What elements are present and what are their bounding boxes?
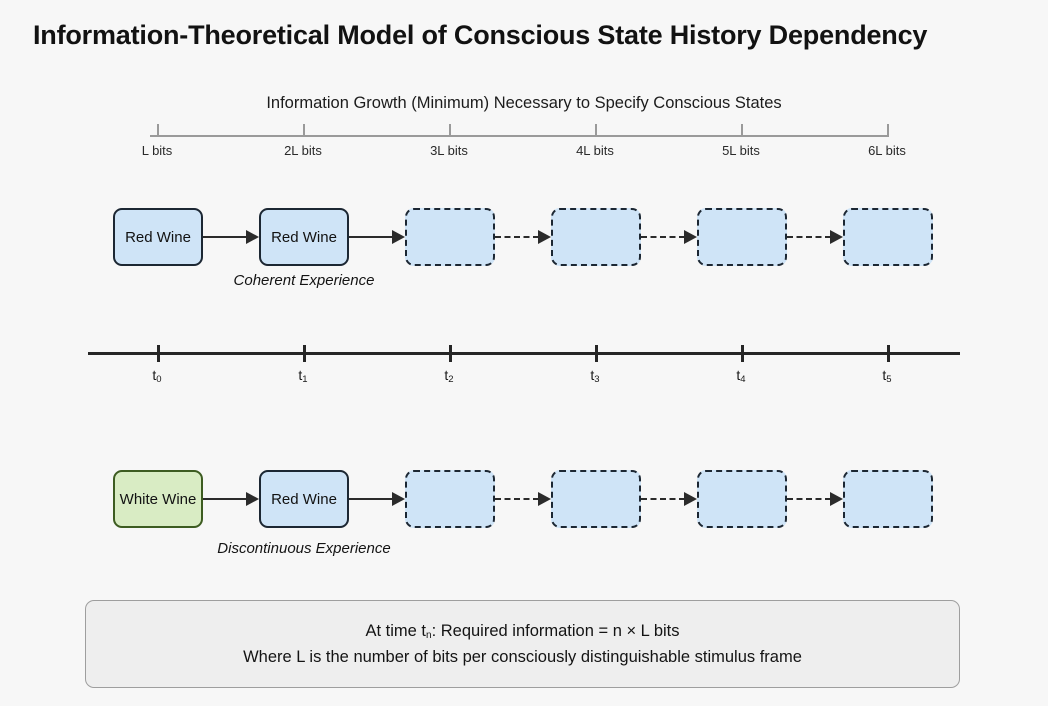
ruler-tick-1: [303, 124, 305, 137]
arrow-dashed-top-4: [787, 229, 843, 245]
ruler-tick-3: [595, 124, 597, 137]
timeline-label-1: t1: [263, 367, 343, 385]
node-red-wine-bottom-1[interactable]: Red Wine: [259, 470, 349, 528]
ruler-label-2: 3L bits: [430, 143, 468, 158]
info-line-formula: At time tn: Required information = n × L…: [365, 622, 679, 641]
timeline-label-sub-2: 2: [448, 374, 454, 385]
node-placeholder-top-3[interactable]: [551, 208, 641, 266]
node-white-wine-bottom-0[interactable]: White Wine: [113, 470, 203, 528]
timeline-label-base-5: t: [882, 367, 887, 383]
arrow-head-icon: [684, 230, 697, 244]
flow-row-discontinuous: White Wine Red Wine: [0, 470, 1048, 528]
arrow-shaft: [641, 498, 685, 500]
node-placeholder-bottom-3[interactable]: [551, 470, 641, 528]
info-formula-suffix: : Required information = n × L bits: [431, 621, 680, 640]
arrow-shaft: [787, 498, 831, 500]
timeline-label-sub-1: 1: [302, 374, 308, 385]
timeline-label-sub-5: 5: [886, 374, 892, 385]
timeline-label-base-2: t: [444, 367, 449, 383]
arrow-dashed-top-3: [641, 229, 697, 245]
timeline-label-5: t5: [847, 367, 927, 385]
arrow-solid-bottom-0: [203, 491, 259, 507]
timeline-tick-2: [449, 345, 452, 362]
ruler-line: [150, 135, 888, 137]
timeline-tick-4: [741, 345, 744, 362]
node-placeholder-top-5[interactable]: [843, 208, 933, 266]
timeline-label-sub-4: 4: [740, 374, 746, 385]
ruler-label-4: 5L bits: [722, 143, 760, 158]
arrow-head-icon: [246, 492, 259, 506]
ruler-tick-0: [157, 124, 159, 137]
arrow-shaft: [495, 498, 539, 500]
timeline-label-base-0: t: [152, 367, 157, 383]
arrow-shaft: [641, 236, 685, 238]
timeline-axis: [88, 345, 960, 362]
page-title: Information-Theoretical Model of Conscio…: [33, 20, 928, 50]
arrow-head-icon: [538, 230, 551, 244]
scale-caption: Information Growth (Minimum) Necessary t…: [266, 94, 782, 112]
node-placeholder-bottom-4[interactable]: [697, 470, 787, 528]
timeline-label-3: t3: [555, 367, 635, 385]
arrow-dashed-bottom-3: [641, 491, 697, 507]
info-formula-prefix: At time t: [365, 621, 426, 640]
flow-caption-discontinuous: Discontinuous Experience: [217, 540, 391, 557]
ruler-label-3: 4L bits: [576, 143, 614, 158]
arrow-solid-top-1: [349, 229, 405, 245]
node-red-wine-top-1[interactable]: Red Wine: [259, 208, 349, 266]
arrow-dashed-top-2: [495, 229, 551, 245]
timeline-label-4: t4: [701, 367, 781, 385]
ruler-label-5: 6L bits: [868, 143, 906, 158]
arrow-head-icon: [246, 230, 259, 244]
arrow-shaft: [349, 236, 393, 238]
node-placeholder-bottom-2[interactable]: [405, 470, 495, 528]
arrow-dashed-bottom-4: [787, 491, 843, 507]
timeline-label-0: t0: [117, 367, 197, 385]
ruler-label-1: 2L bits: [284, 143, 322, 158]
node-placeholder-top-2[interactable]: [405, 208, 495, 266]
ruler-tick-4: [741, 124, 743, 137]
arrow-shaft: [203, 498, 247, 500]
info-panel: At time tn: Required information = n × L…: [85, 600, 960, 688]
arrow-shaft: [495, 236, 539, 238]
timeline-label-2: t2: [409, 367, 489, 385]
arrow-solid-bottom-1: [349, 491, 405, 507]
timeline-tick-3: [595, 345, 598, 362]
flow-caption-coherent: Coherent Experience: [233, 272, 375, 289]
node-red-wine-top-0[interactable]: Red Wine: [113, 208, 203, 266]
ruler-tick-2: [449, 124, 451, 137]
node-placeholder-bottom-5[interactable]: [843, 470, 933, 528]
flow-row-coherent: Red Wine Red Wine: [0, 208, 1048, 266]
timeline-label-base-4: t: [736, 367, 741, 383]
arrow-dashed-bottom-2: [495, 491, 551, 507]
timeline-label-sub-0: 0: [156, 374, 162, 385]
arrow-head-icon: [392, 492, 405, 506]
arrow-shaft: [203, 236, 247, 238]
information-scale-ruler: [150, 124, 889, 138]
arrow-shaft: [787, 236, 831, 238]
timeline-tick-0: [157, 345, 160, 362]
arrow-solid-top-0: [203, 229, 259, 245]
arrow-head-icon: [538, 492, 551, 506]
info-line-definition: Where L is the number of bits per consci…: [243, 647, 802, 666]
timeline-label-base-3: t: [590, 367, 595, 383]
timeline-label-base-1: t: [298, 367, 303, 383]
arrow-head-icon: [830, 230, 843, 244]
timeline-label-sub-3: 3: [594, 374, 600, 385]
timeline-tick-1: [303, 345, 306, 362]
info-formula-subscript: n: [426, 629, 432, 641]
arrow-head-icon: [684, 492, 697, 506]
arrow-shaft: [349, 498, 393, 500]
timeline-tick-5: [887, 345, 890, 362]
ruler-label-0: L bits: [141, 143, 173, 158]
ruler-tick-5: [887, 124, 889, 137]
timeline-line: [88, 352, 960, 355]
arrow-head-icon: [392, 230, 405, 244]
arrow-head-icon: [830, 492, 843, 506]
node-placeholder-top-4[interactable]: [697, 208, 787, 266]
